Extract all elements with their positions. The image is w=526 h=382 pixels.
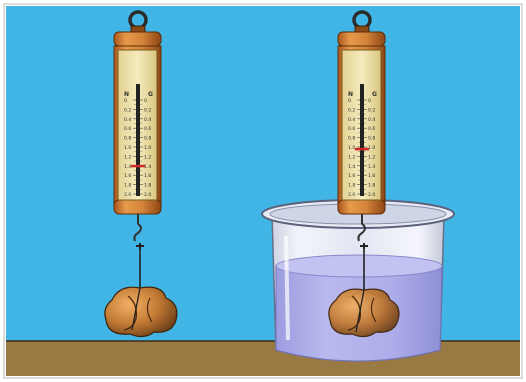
scale-tick-label: 0.4 — [348, 117, 355, 123]
scale-tick-label: 0.8 — [144, 136, 151, 142]
scale-tick-label: 0.6 — [144, 126, 151, 132]
scale-tick-label: 1.0 — [144, 145, 151, 151]
scale-tick-label: 0.8 — [348, 136, 355, 142]
scale-tick-label: 1.6 — [348, 173, 355, 179]
right-scale-unit-n: N — [348, 91, 353, 98]
scale-tick-label: 2.0 — [368, 192, 375, 198]
scale-tick-label: 1.4 — [124, 164, 131, 170]
beaker — [262, 200, 454, 361]
left-scale-slot — [136, 84, 140, 196]
scale-tick-label: 1.2 — [348, 154, 355, 160]
scale-tick-label: 1.4 — [348, 164, 355, 170]
left-scale-unit-g: G — [148, 91, 153, 98]
right-scale-slot — [360, 84, 364, 196]
scale-tick-label: 0.2 — [124, 107, 131, 113]
table-surface — [6, 341, 520, 376]
sky-background — [6, 6, 520, 341]
right-rock-submerged — [329, 289, 399, 336]
scale-tick-label: 0 — [124, 98, 127, 104]
scale-tick-label: 0.4 — [368, 117, 375, 123]
left-scale-unit-n: N — [124, 91, 129, 98]
scale-tick-label: 1.8 — [368, 183, 375, 189]
scale-tick-label: 2.0 — [144, 192, 151, 198]
scale-tick-label: 1.4 — [368, 164, 375, 170]
scale-tick-label: 0.4 — [144, 117, 151, 123]
scale-tick-label: 1.8 — [144, 183, 151, 189]
scale-tick-label: 1.0 — [348, 145, 355, 151]
scale-tick-label: 0.2 — [144, 107, 151, 113]
scale-tick-label: 1.4 — [144, 164, 151, 170]
scale-tick-label: 1.6 — [124, 173, 131, 179]
left-scale-pointer — [131, 165, 145, 168]
scale-tick-label: 0 — [348, 98, 351, 104]
scale-tick-label: 1.6 — [368, 173, 375, 179]
right-scale-pointer — [355, 148, 369, 151]
scale-tick-label: 2.0 — [348, 192, 355, 198]
scale-tick-label: 1.6 — [144, 173, 151, 179]
scale-tick-label: 0.6 — [368, 126, 375, 132]
right-scale-bottom-band — [338, 200, 385, 214]
scale-tick-label: 0.2 — [348, 107, 355, 113]
scale-tick-label: 0.4 — [124, 117, 131, 123]
scale-tick-label: 0.2 — [368, 107, 375, 113]
scale-tick-label: 0 — [368, 98, 371, 104]
left-scale-top-band — [114, 32, 161, 46]
scale-tick-label: 1.0 — [124, 145, 131, 151]
scale-tick-label: 1.2 — [368, 154, 375, 160]
right-scale-top-band — [338, 32, 385, 46]
scale-tick-label: 1.8 — [348, 183, 355, 189]
scale-tick-label: 1.0 — [368, 145, 375, 151]
left-scale-bottom-band — [114, 200, 161, 214]
beaker-highlight — [286, 236, 288, 340]
right-scale-unit-g: G — [372, 91, 377, 98]
scale-tick-label: 0.8 — [368, 136, 375, 142]
scale-tick-label: 0.6 — [124, 126, 131, 132]
scale-tick-label: 0 — [144, 98, 147, 104]
scale-tick-label: 0.8 — [124, 136, 131, 142]
scale-tick-label: 1.2 — [144, 154, 151, 160]
scale-tick-label: 1.2 — [124, 154, 131, 160]
scale-tick-label: 0.6 — [348, 126, 355, 132]
scale-tick-label: 2.0 — [124, 192, 131, 198]
scale-tick-label: 1.8 — [124, 183, 131, 189]
water-surface — [276, 255, 442, 277]
